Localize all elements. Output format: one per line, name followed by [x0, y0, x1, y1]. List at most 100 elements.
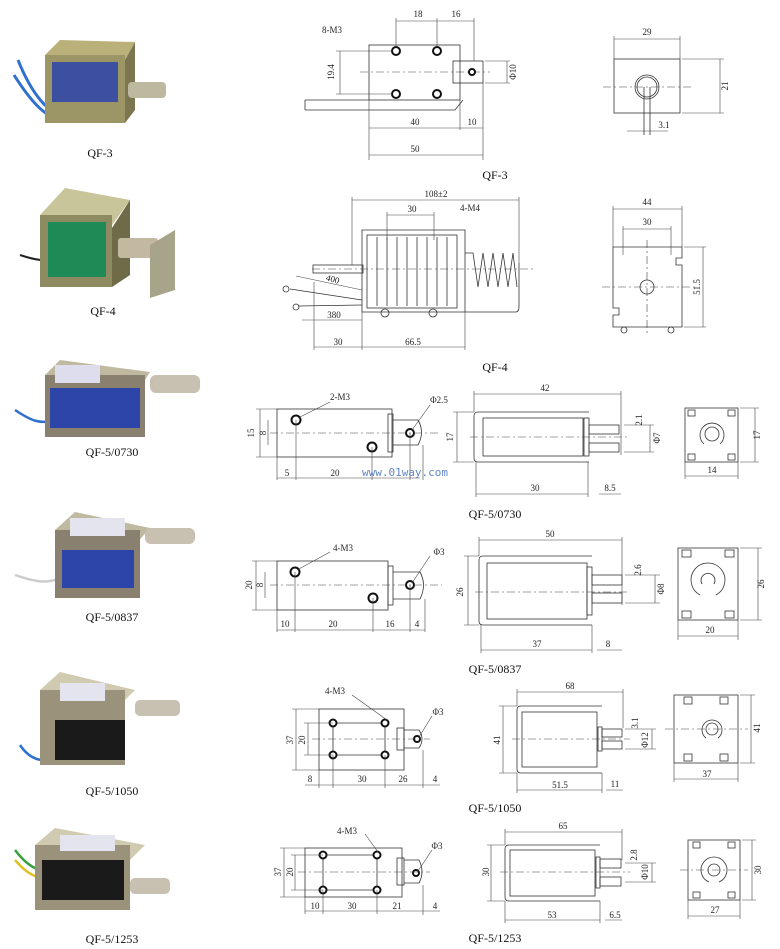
drawing-label: QF-5/0837	[469, 662, 522, 676]
dim-label: 30	[348, 901, 358, 911]
photo-qf-5-1050	[18, 672, 180, 765]
dim-label: 3.1	[658, 120, 669, 130]
dim-label: 68	[566, 681, 576, 691]
photo-label: QF-5/0730	[86, 445, 139, 459]
dim-label: Φ10	[508, 64, 518, 80]
photo-label: QF-3	[87, 146, 112, 160]
dim-label: Φ8	[656, 583, 666, 595]
drawing-label: QF-5/1050	[469, 801, 522, 815]
dim-label: 380	[327, 310, 341, 320]
dim-label: 6.5	[609, 910, 621, 920]
dim-label: 4	[433, 774, 438, 784]
watermark: www.01way.com	[362, 466, 448, 479]
dim-label: 26	[399, 774, 409, 784]
dim-label: Φ12	[640, 732, 650, 748]
dim-label: 40	[411, 117, 421, 127]
dim-label: 8	[606, 639, 611, 649]
drawing-qf-5-1050: 4-M3 Φ3 37 20 8 30 26 4 68 41 3.1 Φ12 51…	[285, 681, 762, 815]
dim-label: 8.5	[604, 483, 616, 493]
dim-label: 15	[246, 428, 256, 438]
dim-label: 17	[445, 432, 455, 442]
photo-qf-3	[12, 40, 166, 123]
photo-qf-4	[19, 188, 175, 298]
drawing-label: QF-4	[482, 360, 507, 374]
dim-label: 30	[531, 483, 541, 493]
drawing-label: QF-3	[482, 168, 507, 182]
photo-qf-5-0837	[14, 512, 195, 598]
dim-label: 4-M3	[333, 543, 353, 553]
dim-label: 4-M4	[460, 203, 480, 213]
dim-label: 19.4	[326, 64, 336, 80]
dim-label: Φ3	[432, 707, 444, 717]
dim-label: 108±2	[425, 189, 448, 199]
dim-label: 400	[325, 273, 341, 286]
dim-label: 50	[411, 144, 421, 154]
dim-label: 30	[334, 337, 344, 347]
dim-label: 21	[393, 901, 402, 911]
dim-label: 42	[541, 383, 550, 393]
dim-label: 2.8	[629, 849, 639, 861]
dim-label: 37	[285, 735, 295, 745]
dim-label: 14	[708, 465, 718, 475]
dim-label: 20	[285, 867, 295, 877]
photo-label: QF-5/0837	[86, 610, 139, 624]
dim-label: 16	[452, 9, 462, 19]
dim-label: 20	[244, 580, 254, 590]
dim-label: 5	[285, 468, 290, 478]
dim-label: 11	[611, 779, 620, 789]
dim-label: 27	[711, 905, 721, 915]
drawing-qf-4: 108±2 30 4-M4 400 380 30 66.5 44 30 51.5…	[282, 189, 706, 374]
dim-label: 30	[643, 217, 653, 227]
dim-label: 8	[255, 582, 265, 587]
dim-label: 4-M3	[337, 826, 357, 836]
dim-label: 51.5	[692, 279, 702, 295]
dim-label: 20	[297, 735, 307, 745]
dim-label: 30	[408, 204, 418, 214]
dim-label: 26	[756, 579, 766, 589]
dim-label: 2-M3	[330, 392, 350, 402]
dim-label: Φ3	[431, 841, 443, 851]
photo-label: QF-5/1253	[86, 932, 139, 946]
dim-label: 37	[703, 769, 713, 779]
photo-qf-5-0730	[14, 360, 200, 437]
photo-qf-5-1253	[14, 828, 170, 910]
dim-label: 2.6	[633, 564, 643, 576]
dim-label: 4-M3	[325, 686, 345, 696]
dim-label: 37	[533, 639, 543, 649]
dim-label: 65	[559, 821, 569, 831]
dim-label: 21	[720, 82, 730, 91]
dim-label: Φ10	[640, 864, 650, 880]
dim-label: 10	[468, 117, 478, 127]
drawing-label: QF-5/0730	[469, 507, 522, 521]
dim-label: 50	[546, 529, 556, 539]
drawing-qf-5-0837: 4-M3 Φ3 20 8 10 20 16 4 50 26 2.6 Φ8 37 …	[244, 529, 766, 676]
drawing-qf-3: 18 16 8-M3 19.4 Φ10 40 10 50 29 21 3.1 Q…	[304, 9, 730, 182]
dim-label: 30	[753, 865, 763, 875]
dim-label: 3.1	[630, 717, 640, 728]
drawing-qf-5-0730: 2-M3 Φ2.5 15 8 5 20 www.01way.com 42 17 …	[246, 383, 762, 521]
dim-label: 30	[358, 774, 368, 784]
dim-label: 8-M3	[322, 25, 342, 35]
dim-label: 2.1	[634, 414, 644, 425]
drawing-label: QF-5/1253	[469, 931, 522, 945]
dim-label: 41	[492, 736, 502, 745]
dim-label: 51.5	[552, 780, 568, 790]
dim-label: 10	[311, 901, 321, 911]
dim-label: 16	[386, 619, 396, 629]
dim-label: Φ2.5	[430, 395, 448, 405]
dim-label: 18	[414, 9, 424, 19]
dim-label: 4	[433, 901, 438, 911]
dim-label: 29	[643, 27, 653, 37]
dim-label: 26	[455, 587, 465, 597]
dim-label: 4	[415, 619, 420, 629]
dim-label: 20	[706, 625, 716, 635]
dim-label: 37	[273, 867, 283, 877]
dim-label: 8	[258, 430, 268, 435]
dim-label: Φ7	[652, 432, 662, 444]
dim-label: 53	[548, 910, 558, 920]
dim-label: 20	[329, 619, 339, 629]
dim-label: 44	[643, 197, 653, 207]
dim-label: 20	[331, 468, 341, 478]
photo-label: QF-5/1050	[86, 784, 139, 798]
dim-label: 66.5	[405, 337, 421, 347]
